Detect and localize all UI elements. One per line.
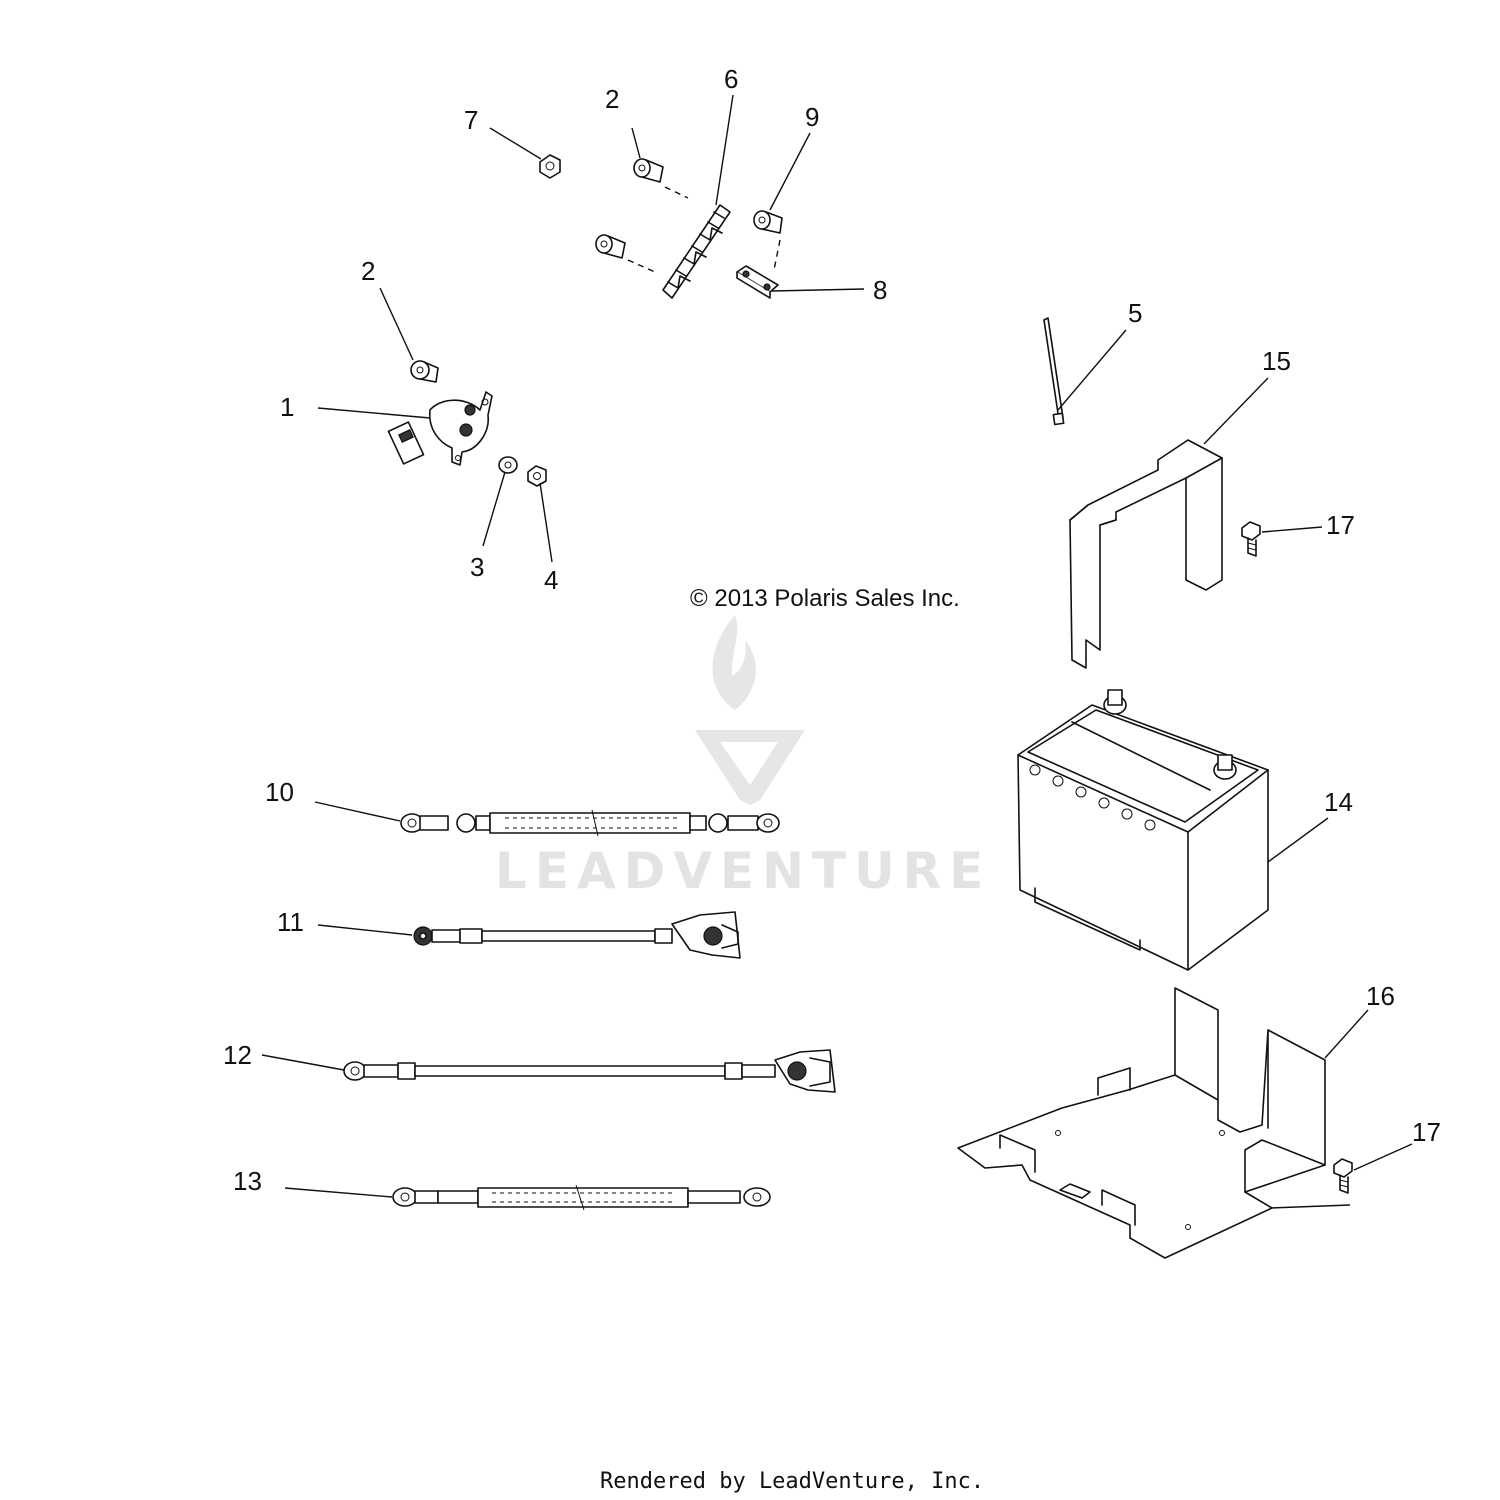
callout-6: 6 — [724, 64, 738, 94]
callout-15: 15 — [1262, 346, 1291, 376]
callout-10: 10 — [265, 777, 294, 807]
callout-12: 12 — [223, 1040, 252, 1070]
part-11-cable[interactable] — [413, 911, 741, 959]
part-17-bolt-upper[interactable] — [1241, 521, 1261, 557]
part-13-cable[interactable] — [392, 1184, 771, 1211]
callout-2-left: 2 — [361, 256, 375, 286]
callout-7: 7 — [464, 105, 478, 135]
callout-5: 5 — [1128, 298, 1142, 328]
part-15-hold-down-bracket[interactable] — [1069, 439, 1223, 669]
part-4-nut[interactable] — [527, 465, 547, 487]
part-2-screw-lower[interactable] — [595, 234, 626, 259]
callout-9: 9 — [805, 102, 819, 132]
callout-14: 14 — [1324, 787, 1353, 817]
part-2-screw-top[interactable] — [633, 158, 664, 183]
callout-16: 16 — [1366, 981, 1395, 1011]
part-16-battery-tray[interactable] — [957, 987, 1326, 1259]
assembly-line — [627, 259, 656, 273]
watermark-brand-text: LEADVENTURE — [495, 842, 991, 900]
watermark-logo: LEADVENTURE — [495, 615, 991, 900]
part-1-solenoid[interactable] — [387, 391, 493, 466]
footer-rendered-by: Rendered by LeadVenture, Inc. — [600, 1469, 984, 1494]
callout-3: 3 — [470, 552, 484, 582]
part-8-bracket[interactable] — [736, 265, 779, 299]
callout-13: 13 — [233, 1166, 262, 1196]
part-9-screw[interactable] — [753, 210, 783, 234]
leadventure-logo-icon — [712, 615, 756, 710]
part-6-fuse-block[interactable] — [662, 204, 731, 299]
part-3-washer[interactable] — [498, 456, 518, 474]
callout-8: 8 — [873, 275, 887, 305]
part-14-battery[interactable] — [1017, 689, 1269, 971]
leader-lines — [261, 94, 1413, 1209]
callout-11: 11 — [277, 907, 304, 937]
part-12-cable[interactable] — [343, 1049, 836, 1093]
part-2-screw-left[interactable] — [410, 360, 439, 383]
part-5-cable-tie[interactable] — [1043, 317, 1065, 426]
callout-labels: 7 2 6 9 8 2 1 3 4 5 15 17 14 16 17 10 11… — [223, 64, 1441, 1196]
callout-17-upper: 17 — [1326, 510, 1355, 540]
assembly-line — [773, 239, 781, 271]
callout-4: 4 — [544, 565, 558, 595]
callout-17-lower: 17 — [1412, 1117, 1441, 1147]
callout-1: 1 — [280, 392, 294, 422]
assembly-line — [664, 186, 689, 199]
part-10-cable[interactable] — [400, 809, 780, 837]
part-17-bolt-lower[interactable] — [1333, 1158, 1353, 1194]
copyright-text: © 2013 Polaris Sales Inc. — [690, 585, 960, 612]
callout-2-top: 2 — [605, 84, 619, 114]
part-7-nut[interactable] — [539, 154, 561, 179]
